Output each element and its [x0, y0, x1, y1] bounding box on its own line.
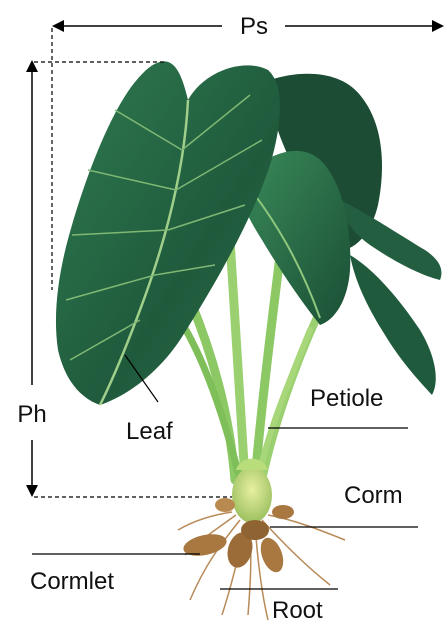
root-label: Root: [272, 597, 323, 624]
corm: [232, 467, 272, 523]
arrow-right-icon: [432, 20, 444, 32]
main-leaf: [56, 61, 280, 405]
petiole-label: Petiole: [310, 385, 383, 412]
leaf-label: Leaf: [126, 418, 173, 445]
arrow-down-icon: [26, 485, 38, 497]
spread-label: Ps: [240, 13, 268, 40]
corm-label: Corm: [344, 482, 403, 509]
root-callout: Root: [220, 589, 338, 624]
lower-right-leaf: [350, 255, 436, 395]
height-label: Ph: [17, 401, 46, 428]
cormlet-label: Cormlet: [30, 568, 114, 595]
arrow-left-icon: [52, 20, 64, 32]
cormlet-callout: Cormlet: [30, 554, 200, 595]
plant-illustration: [56, 61, 441, 620]
